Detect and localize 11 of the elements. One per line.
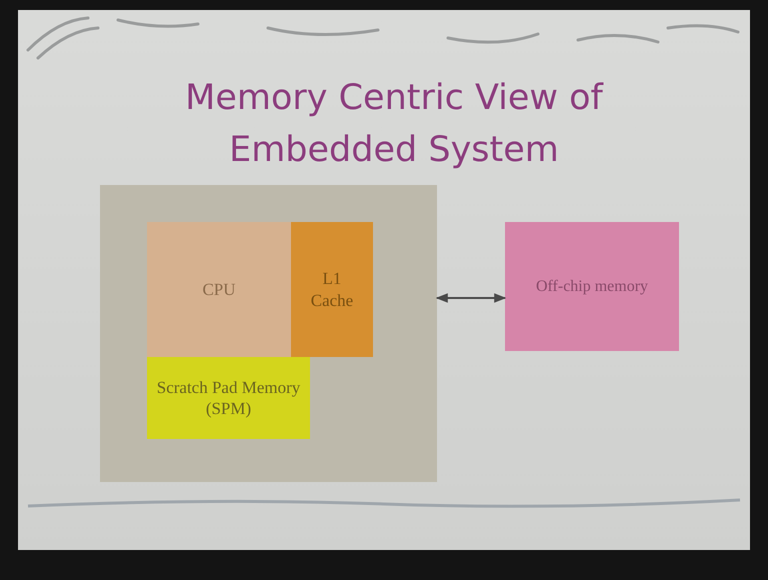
- node-label: Off-chip memory: [536, 276, 648, 296]
- node-label: L1 Cache: [310, 268, 354, 311]
- cpu-box: [147, 222, 291, 357]
- node-label: CPU: [202, 278, 236, 300]
- slide-title: Memory Centric View of Embedded System: [184, 77, 604, 172]
- spm-box: [147, 357, 310, 439]
- memory-box: [505, 222, 679, 351]
- cache-box: [291, 222, 373, 357]
- double-arrow: [436, 293, 506, 303]
- chip-box: [100, 185, 437, 482]
- node-label: Scratch Pad Memory (SPM): [156, 376, 302, 420]
